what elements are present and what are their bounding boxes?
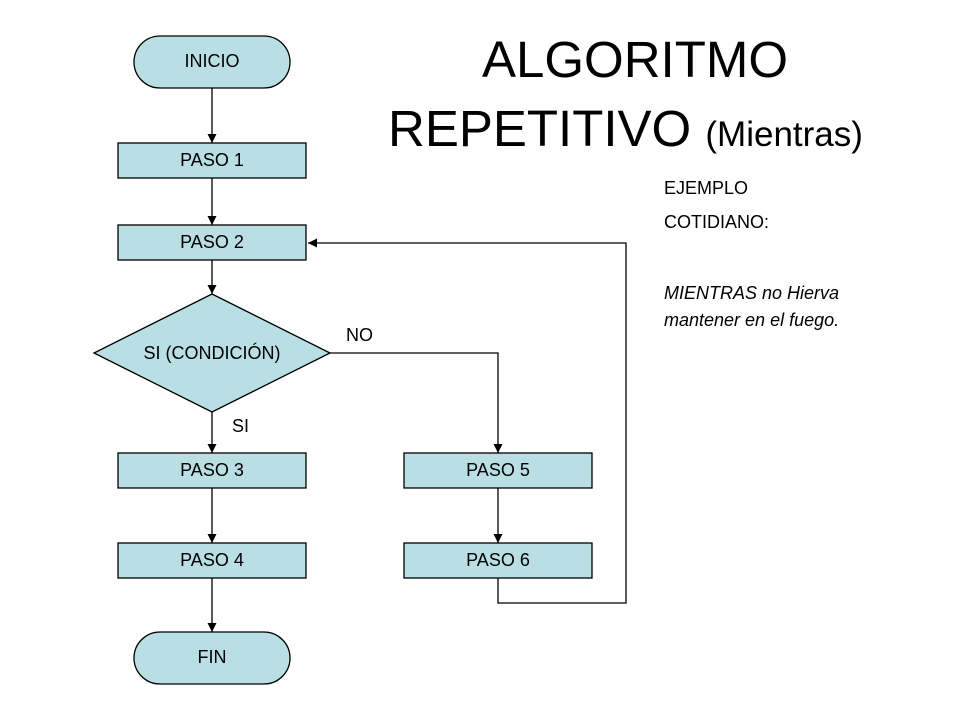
slide-title-line-2: REPETITIVO (Mientras) [388, 103, 863, 154]
start-node: INICIO [133, 35, 291, 89]
process-box-paso-1-label: PASO 1 [180, 150, 244, 170]
process-box-paso-5-label: PASO 5 [466, 460, 530, 480]
end-node-label: FIN [198, 647, 227, 667]
process-box-paso-1: PASO 1 [117, 142, 307, 179]
example-description-line-1: MIENTRAS no Hierva [664, 283, 840, 303]
process-box-paso-4: PASO 4 [117, 542, 307, 579]
process-box-paso-3: PASO 3 [117, 452, 307, 489]
decision-node: SI (CONDICIÓN) [92, 293, 332, 413]
decision-node-label: SI (CONDICIÓN) [144, 342, 281, 363]
example-heading-line-2: COTIDIANO: [664, 212, 770, 232]
process-box-paso-5: PASO 5 [403, 452, 593, 489]
edge-label-si: SI [232, 416, 249, 436]
process-box-paso-6-label: PASO 6 [466, 550, 530, 570]
slide-title-main: REPETITIVO [388, 100, 692, 157]
process-box-paso-2: PASO 2 [117, 224, 307, 261]
example-description-line-2: mantener en el fuego. [664, 310, 840, 330]
process-box-paso-3-label: PASO 3 [180, 460, 244, 480]
example-heading-line-1: EJEMPLO [664, 178, 749, 198]
slide-title-subtitle: (Mientras) [705, 115, 863, 154]
process-box-paso-6: PASO 6 [403, 542, 593, 579]
process-box-paso-2-label: PASO 2 [180, 232, 244, 252]
end-node: FIN [133, 631, 291, 685]
arrow-loop-back-to-paso2 [308, 238, 627, 604]
start-node-label: INICIO [184, 51, 239, 71]
slide-title-line-1: ALGORITMO [482, 31, 789, 88]
connectors [207, 88, 627, 632]
edge-label-no: NO [346, 325, 373, 345]
process-box-paso-4-label: PASO 4 [180, 550, 244, 570]
arrow-condition-no-to-paso5 [330, 352, 503, 453]
